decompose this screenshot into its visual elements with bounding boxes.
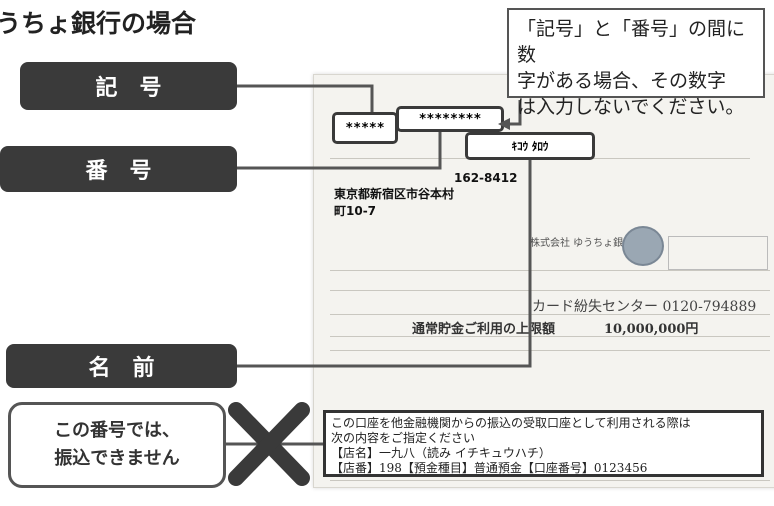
cross-icon [228,402,310,486]
transfer-line-1: この口座を他金融機関からの振込の受取口座として利用される際は [331,416,691,430]
callout-line-3: は入力しないでください。 [517,96,745,118]
divider [330,270,770,271]
divider [330,350,770,351]
passbook-name: ｷｺｳ ﾀﾛｳ [465,132,595,160]
page-title: うちょ銀行の場合 [0,9,197,38]
card-center-number: カード紛失センター 0120-794889 [532,299,757,315]
transfer-line-2: 次の内容をご指定ください [331,431,476,445]
callout-note: 「記号」と「番号」の間に数 字がある場合、その数字 は入力しないでください。 [507,8,765,118]
limit-label: 通常貯金ご利用の上限額 [412,322,556,337]
postal-code: 162-8412 [454,171,518,185]
callout-line-2: 字がある場合、その数字 [517,70,727,92]
label-name-text: 名前 [88,356,177,381]
address-line-2: 町10-7 [334,204,377,218]
label-number-text: 番号 [85,159,174,184]
warning-box: この番号では、 振込できません [8,402,226,488]
divider [330,480,770,481]
label-name: 名前 [6,344,237,388]
divider [330,336,770,337]
label-number: 番号 [0,146,237,192]
transfer-line-3: 【店名】一九八（読み イチキュウハチ） [331,446,551,460]
transfer-line-4: 【店番】198【預金種目】普通預金【口座番号】0123456 [331,461,648,475]
warning-line-1: この番号では、 [54,420,180,441]
bank-name: 株式会社 ゆうちょ銀行 [530,238,634,249]
callout-line-1: 「記号」と「番号」の間に数 [517,18,746,66]
limit-value: 10,000,000円 [604,322,699,337]
transfer-info-box: この口座を他金融機関からの振込の受取口座として利用される際は 次の内容をご指定く… [323,410,764,477]
label-symbol-text: 記号 [95,76,184,101]
bank-seal-icon [622,226,664,266]
passbook-number: ******** [396,106,504,132]
address-line-1: 東京都新宿区市谷本村 [334,187,455,201]
info-stamp [668,236,768,270]
divider [330,314,770,315]
label-symbol: 記号 [20,62,237,110]
divider [330,290,770,291]
warning-line-2: 振込できません [54,448,180,469]
